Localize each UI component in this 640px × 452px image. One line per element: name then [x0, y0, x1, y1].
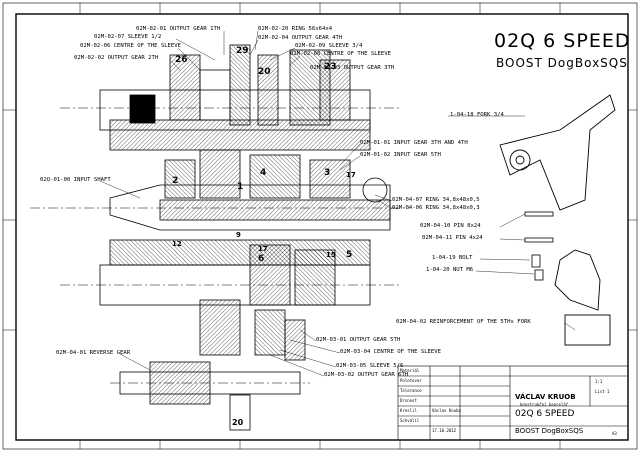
- label-sleeve-34: 02M-02-09 SLEEVE 3/4: [295, 43, 363, 49]
- tb-row4: Drsnost: [400, 398, 417, 403]
- callout-17-top: 17: [346, 171, 356, 179]
- tb-company: VÁCLAV KRUOB: [515, 393, 576, 401]
- label-reverse-gear: 02M-04-01 REVERSE GEAR: [56, 350, 131, 356]
- label-output-gear-4th: 02M-02-04 OUTPUT GEAR 4TH: [258, 35, 343, 41]
- label-input-shaft: 02Q-01-00 INPUT SHAFT: [40, 177, 111, 183]
- callout-1: 1: [237, 182, 244, 192]
- tb-row1: Materiál: [400, 368, 420, 373]
- label-output-gear-5th: 02M-03-01 OUTPUT GEAR 5TH: [316, 337, 401, 343]
- callout-9: 9: [236, 231, 241, 239]
- callout-3: 3: [324, 168, 331, 178]
- callout-17-bottom: 17: [258, 245, 268, 253]
- label-nut: 1-04-20 NUT M6: [426, 267, 474, 273]
- tb-sheet: List 1: [595, 389, 610, 394]
- label-ring-56: 02M-02-20 RING 56x64x4: [258, 26, 333, 32]
- callout-26: 26: [175, 55, 188, 65]
- tb-drawing-sub: BOOST DogBoxSQS: [515, 427, 584, 435]
- label-centre-sleeve-c: 02M-03-04 CENTRE OF THE SLEEVE: [340, 349, 442, 355]
- label-reinforcement: 02M-04-02 REINFORCEMENT OF THE 5THs FORK: [396, 319, 531, 325]
- callout-20-bottom: 20: [232, 418, 244, 427]
- label-output-gear-1th: 02M-02-01 OUTPUT GEAR 1TH: [136, 26, 221, 32]
- reverse-gear: [110, 361, 310, 431]
- small-parts: [524, 211, 554, 281]
- tb-scale: 1:1: [595, 379, 603, 384]
- callout-29: 29: [236, 46, 249, 56]
- label-sleeve-56: 02M-03-05 SLEEVE 5/6: [336, 363, 404, 369]
- label-input-gear-5: 02M-01-02 INPUT GEAR 5TH: [360, 152, 441, 158]
- drawing-title: 02Q 6 SPEED: [494, 30, 631, 52]
- callout-20-top: 20: [258, 67, 271, 77]
- callout-12: 12: [172, 240, 182, 248]
- callout-2: 2: [172, 176, 179, 186]
- tb-row3: Tolerance: [400, 388, 422, 393]
- tb-row5: Kreslil: [400, 408, 417, 413]
- tb-date: 17.10.2012: [432, 428, 457, 433]
- drawing-subtitle: BOOST DogBoxSQS: [496, 56, 628, 70]
- label-pin-b: 02M-04-11 PIN 4x24: [422, 235, 483, 241]
- label-fork-34: 1-04-18 FORK 3/4: [450, 112, 504, 118]
- label-centre-sleeve-a: 02M-02-06 CENTRE OF THE SLEEVE: [80, 43, 182, 49]
- tb-row6: Schválil: [400, 418, 420, 423]
- title-block: [397, 365, 629, 441]
- label-output-gear-6th: 02M-03-02 OUTPUT GEAR 6TH: [324, 372, 409, 378]
- tb-row2: Polotovar: [400, 378, 422, 383]
- fork-5th: [554, 249, 611, 346]
- tb-format: A3: [612, 431, 617, 436]
- callout-4: 4: [260, 168, 267, 178]
- label-centre-sleeve-b: 02M-02-08 CENTRE OF THE SLEEVE: [290, 51, 392, 57]
- tb-drawing-title: 02Q 6 SPEED: [515, 409, 575, 419]
- label-ring-34-b: 02M-04-06 RING 34,8x48x0,3: [392, 205, 480, 211]
- label-output-gear-2th: 02M-02-02 OUTPUT GEAR 2TH: [74, 55, 159, 61]
- label-output-gear-3th: 02M-02-03 OUTPUT GEAR 3TH: [310, 65, 395, 71]
- label-ring-34-a: 02M-04-07 RING 34,8x48x0,5: [392, 197, 480, 203]
- callout-15: 15: [326, 251, 336, 259]
- tb-author: Václav Kouba: [432, 408, 461, 413]
- lower-output-shaft: [60, 239, 400, 361]
- label-bolt: 1-04-19 BOLT: [432, 255, 473, 261]
- callout-6: 6: [258, 254, 265, 264]
- input-shaft: [30, 149, 410, 231]
- fork-34: [499, 94, 616, 211]
- callout-23: 23: [324, 62, 337, 72]
- label-input-gear-34: 02M-01-01 INPUT GEAR 3TH AND 4TH: [360, 140, 468, 146]
- tb-company-sub: konstrukční kancelář: [520, 402, 569, 407]
- label-pin-a: 02M-04-10 PIN 8x24: [420, 223, 481, 229]
- label-sleeve-12: 02M-02-07 SLEEVE 1/2: [94, 34, 162, 40]
- callout-5: 5: [346, 250, 353, 260]
